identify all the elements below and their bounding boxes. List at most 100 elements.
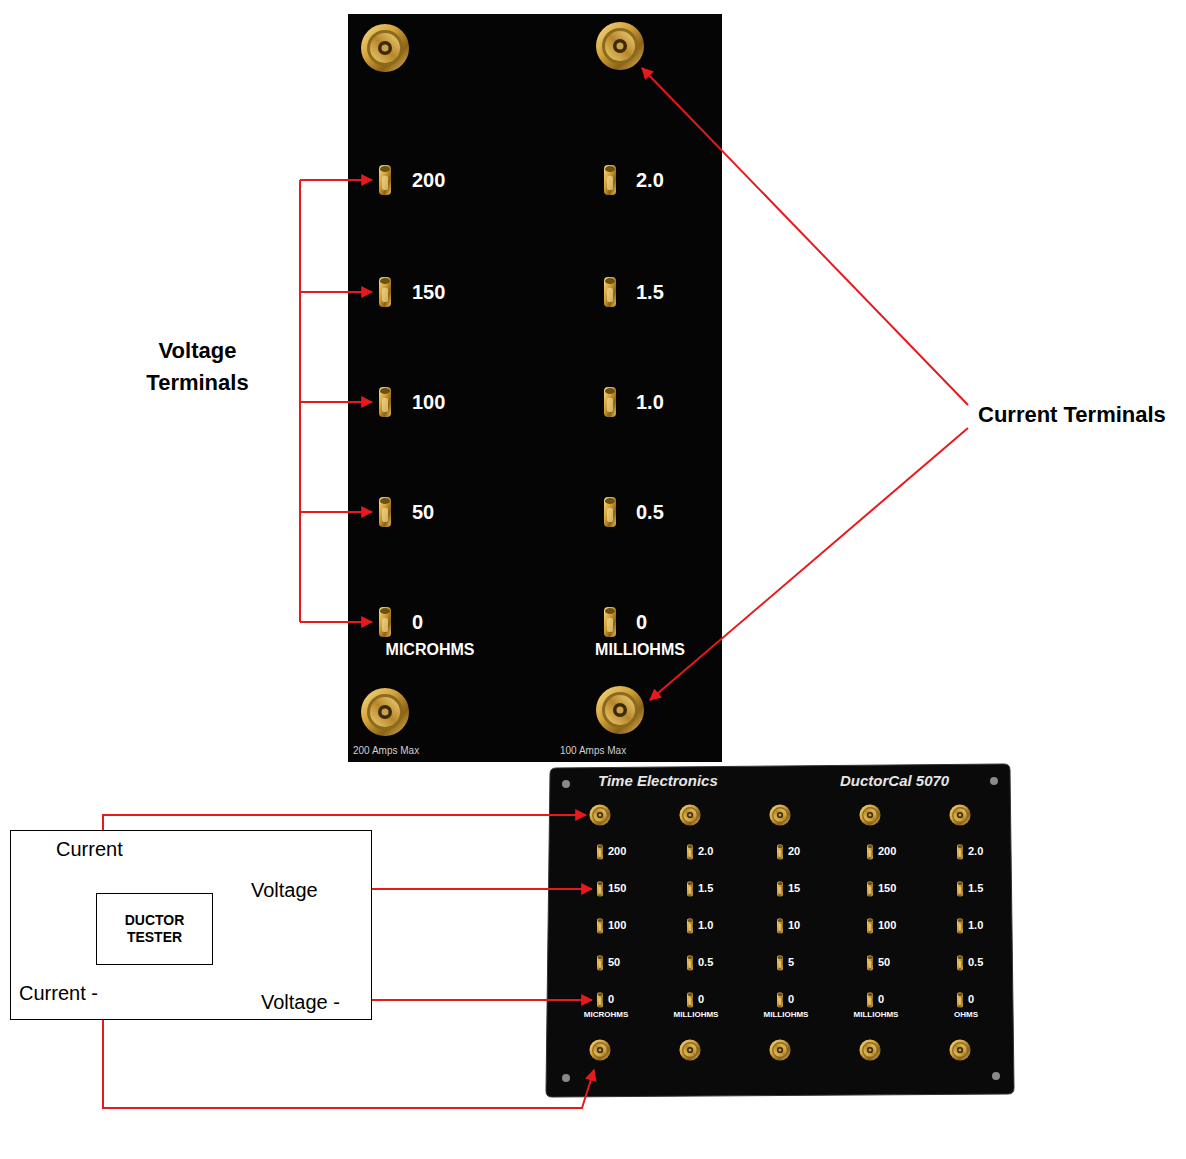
voltage-terminal [777, 956, 783, 971]
current-connector [589, 804, 610, 825]
terminal-value: 0.5 [698, 956, 713, 969]
voltage-terminal [604, 165, 616, 195]
voltage-terminal [597, 845, 603, 860]
current-connector [949, 804, 970, 825]
terminal-value: 1.5 [698, 882, 713, 895]
terminal-value: 200 [878, 845, 896, 858]
current-connector [361, 24, 409, 72]
terminal-value: 2.0 [698, 845, 713, 858]
voltage-terminal [957, 919, 963, 934]
terminal-name: Current - [19, 981, 98, 1006]
test-lead [103, 1020, 594, 1108]
leader-arrow [642, 68, 968, 405]
box-title: DUCTOR TESTER [106, 912, 203, 947]
callout-label: Voltage Terminals [110, 335, 285, 399]
leader-arrow [300, 511, 372, 513]
terminal-value: 2.0 [636, 168, 664, 192]
voltage-terminal [597, 882, 603, 897]
terminal-value: 20 [788, 845, 800, 858]
terminal-name: Voltage [251, 878, 318, 903]
unit-label: MILLIOHMS [764, 1010, 809, 1020]
terminal-value: 0 [788, 993, 794, 1006]
unit-label: MILLIOHMS [595, 640, 685, 659]
voltage-terminal [597, 919, 603, 934]
voltage-terminal [687, 882, 693, 897]
voltage-terminal [687, 956, 693, 971]
unit-label: MILLIOHMS [674, 1010, 719, 1020]
current-connector [769, 804, 790, 825]
rating-note: 100 Amps Max [560, 745, 626, 757]
panel-photo [546, 764, 1014, 1097]
unit-label: MICROHMS [386, 640, 475, 659]
screw [562, 780, 570, 788]
voltage-terminal [957, 956, 963, 971]
voltage-terminal [687, 919, 693, 934]
terminal-value: 0 [698, 993, 704, 1006]
test-lead [372, 888, 592, 890]
voltage-terminal [957, 993, 963, 1008]
voltage-terminal [604, 607, 616, 637]
terminal-value: 150 [412, 280, 445, 304]
terminal-value: 150 [878, 882, 896, 895]
terminal-value: 0.5 [636, 500, 664, 524]
voltage-terminal [867, 919, 873, 934]
current-connector [679, 804, 700, 825]
tester-inner-box: DUCTOR TESTER [96, 893, 213, 965]
unit-label: OHMS [954, 1010, 978, 1020]
terminal-value: 1.0 [968, 919, 983, 932]
terminal-value: 200 [412, 168, 445, 192]
voltage-terminal [604, 497, 616, 527]
unit-label: MILLIOHMS [854, 1010, 899, 1020]
terminal-value: 200 [608, 845, 626, 858]
terminal-value: 0 [608, 993, 614, 1006]
terminal-value: 50 [608, 956, 620, 969]
voltage-terminal [379, 497, 391, 527]
test-lead [372, 999, 592, 1001]
screw [562, 1074, 570, 1082]
terminal-value: 150 [608, 882, 626, 895]
voltage-terminal [867, 993, 873, 1008]
voltage-terminal [379, 277, 391, 307]
terminal-value: 1.0 [698, 919, 713, 932]
terminal-name: Current [56, 837, 123, 862]
voltage-terminal [867, 845, 873, 860]
terminal-value: 1.0 [636, 390, 664, 414]
current-connector [679, 1039, 700, 1060]
terminal-value: 1.5 [968, 882, 983, 895]
current-connector [769, 1039, 790, 1060]
terminal-value: 0 [878, 993, 884, 1006]
terminal-value: 0.5 [968, 956, 983, 969]
current-connector [361, 688, 409, 736]
voltage-terminal [777, 993, 783, 1008]
terminal-value: 100 [608, 919, 626, 932]
terminal-value: 15 [788, 882, 800, 895]
voltage-terminal [777, 919, 783, 934]
unit-label: MICROHMS [584, 1010, 628, 1020]
terminal-value: 0 [968, 993, 974, 1006]
current-connector [859, 1039, 880, 1060]
terminal-value: 10 [788, 919, 800, 932]
terminal-name: Voltage - [261, 990, 340, 1015]
terminal-value: 0 [412, 610, 423, 634]
voltage-terminal [957, 845, 963, 860]
terminal-value: 5 [788, 956, 794, 969]
voltage-terminal [687, 993, 693, 1008]
model-label: DuctorCal 5070 [840, 772, 949, 790]
terminal-value: 100 [878, 919, 896, 932]
voltage-terminal [867, 956, 873, 971]
leader-arrow [300, 401, 372, 403]
voltage-terminal [957, 882, 963, 897]
voltage-terminal [379, 387, 391, 417]
screw [990, 777, 998, 785]
terminal-value: 50 [412, 500, 434, 524]
leader-arrow [300, 179, 372, 181]
voltage-terminal [604, 277, 616, 307]
test-lead [103, 815, 586, 830]
voltage-terminal [597, 993, 603, 1008]
voltage-terminal [379, 607, 391, 637]
current-connector [596, 22, 644, 70]
voltage-terminal [777, 845, 783, 860]
leader-arrow [300, 291, 372, 293]
terminal-value: 0 [636, 610, 647, 634]
